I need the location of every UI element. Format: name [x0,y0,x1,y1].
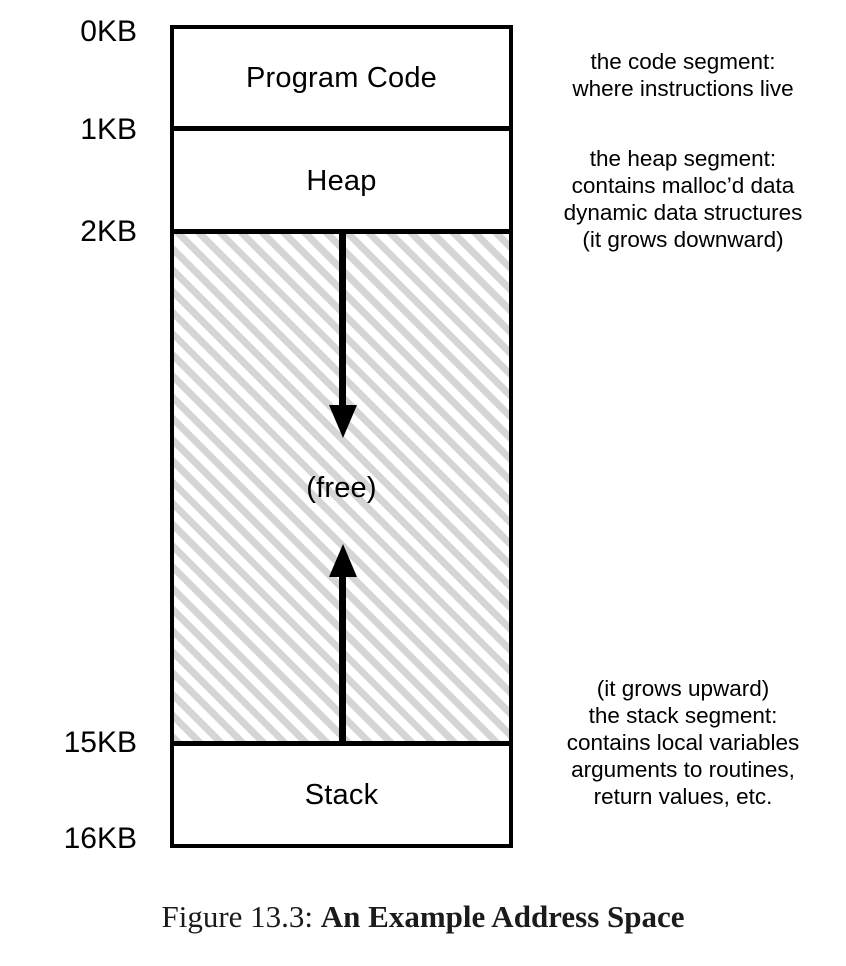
annotation-heap-segment: the heap segment: contains malloc’d data… [563,146,803,252]
segment-program-code: Program Code [174,29,509,128]
arrow-head [329,544,357,577]
boundary-line-2kb [170,229,513,234]
axis-label-16kb: 16KB [63,822,137,855]
boundary-line-15kb [170,741,513,746]
annotation-code-segment: the code segment: where instructions liv… [572,49,794,101]
annotation-stack-segment: (it grows upward) the stack segment: con… [566,676,800,809]
segment-label-program-code: Program Code [246,62,437,94]
axis-label-15kb: 15KB [63,726,137,759]
arrow-head [329,405,357,438]
figure-caption: Figure 13.3: An Example Address Space [0,899,846,934]
axis-label-2kb: 2KB [80,215,137,248]
boundary-line-1kb [170,126,513,131]
figure-caption-title: An Example Address Space [320,899,685,934]
segment-stack: Stack [174,747,509,844]
arrow-shaft [339,232,346,408]
segment-label-stack: Stack [304,779,379,811]
axis-label-0kb: 0KB [80,15,137,48]
stack-growth-up-arrow-icon [329,544,357,743]
segment-heap: Heap [174,132,509,230]
axis-label-1kb: 1KB [80,113,137,146]
arrow-shaft [339,574,346,743]
segment-label-free: (free) [306,472,377,504]
figure-caption-prefix: Figure 13.3: [161,899,314,934]
heap-growth-down-arrow-icon [329,232,357,438]
segment-label-heap: Heap [306,164,377,197]
